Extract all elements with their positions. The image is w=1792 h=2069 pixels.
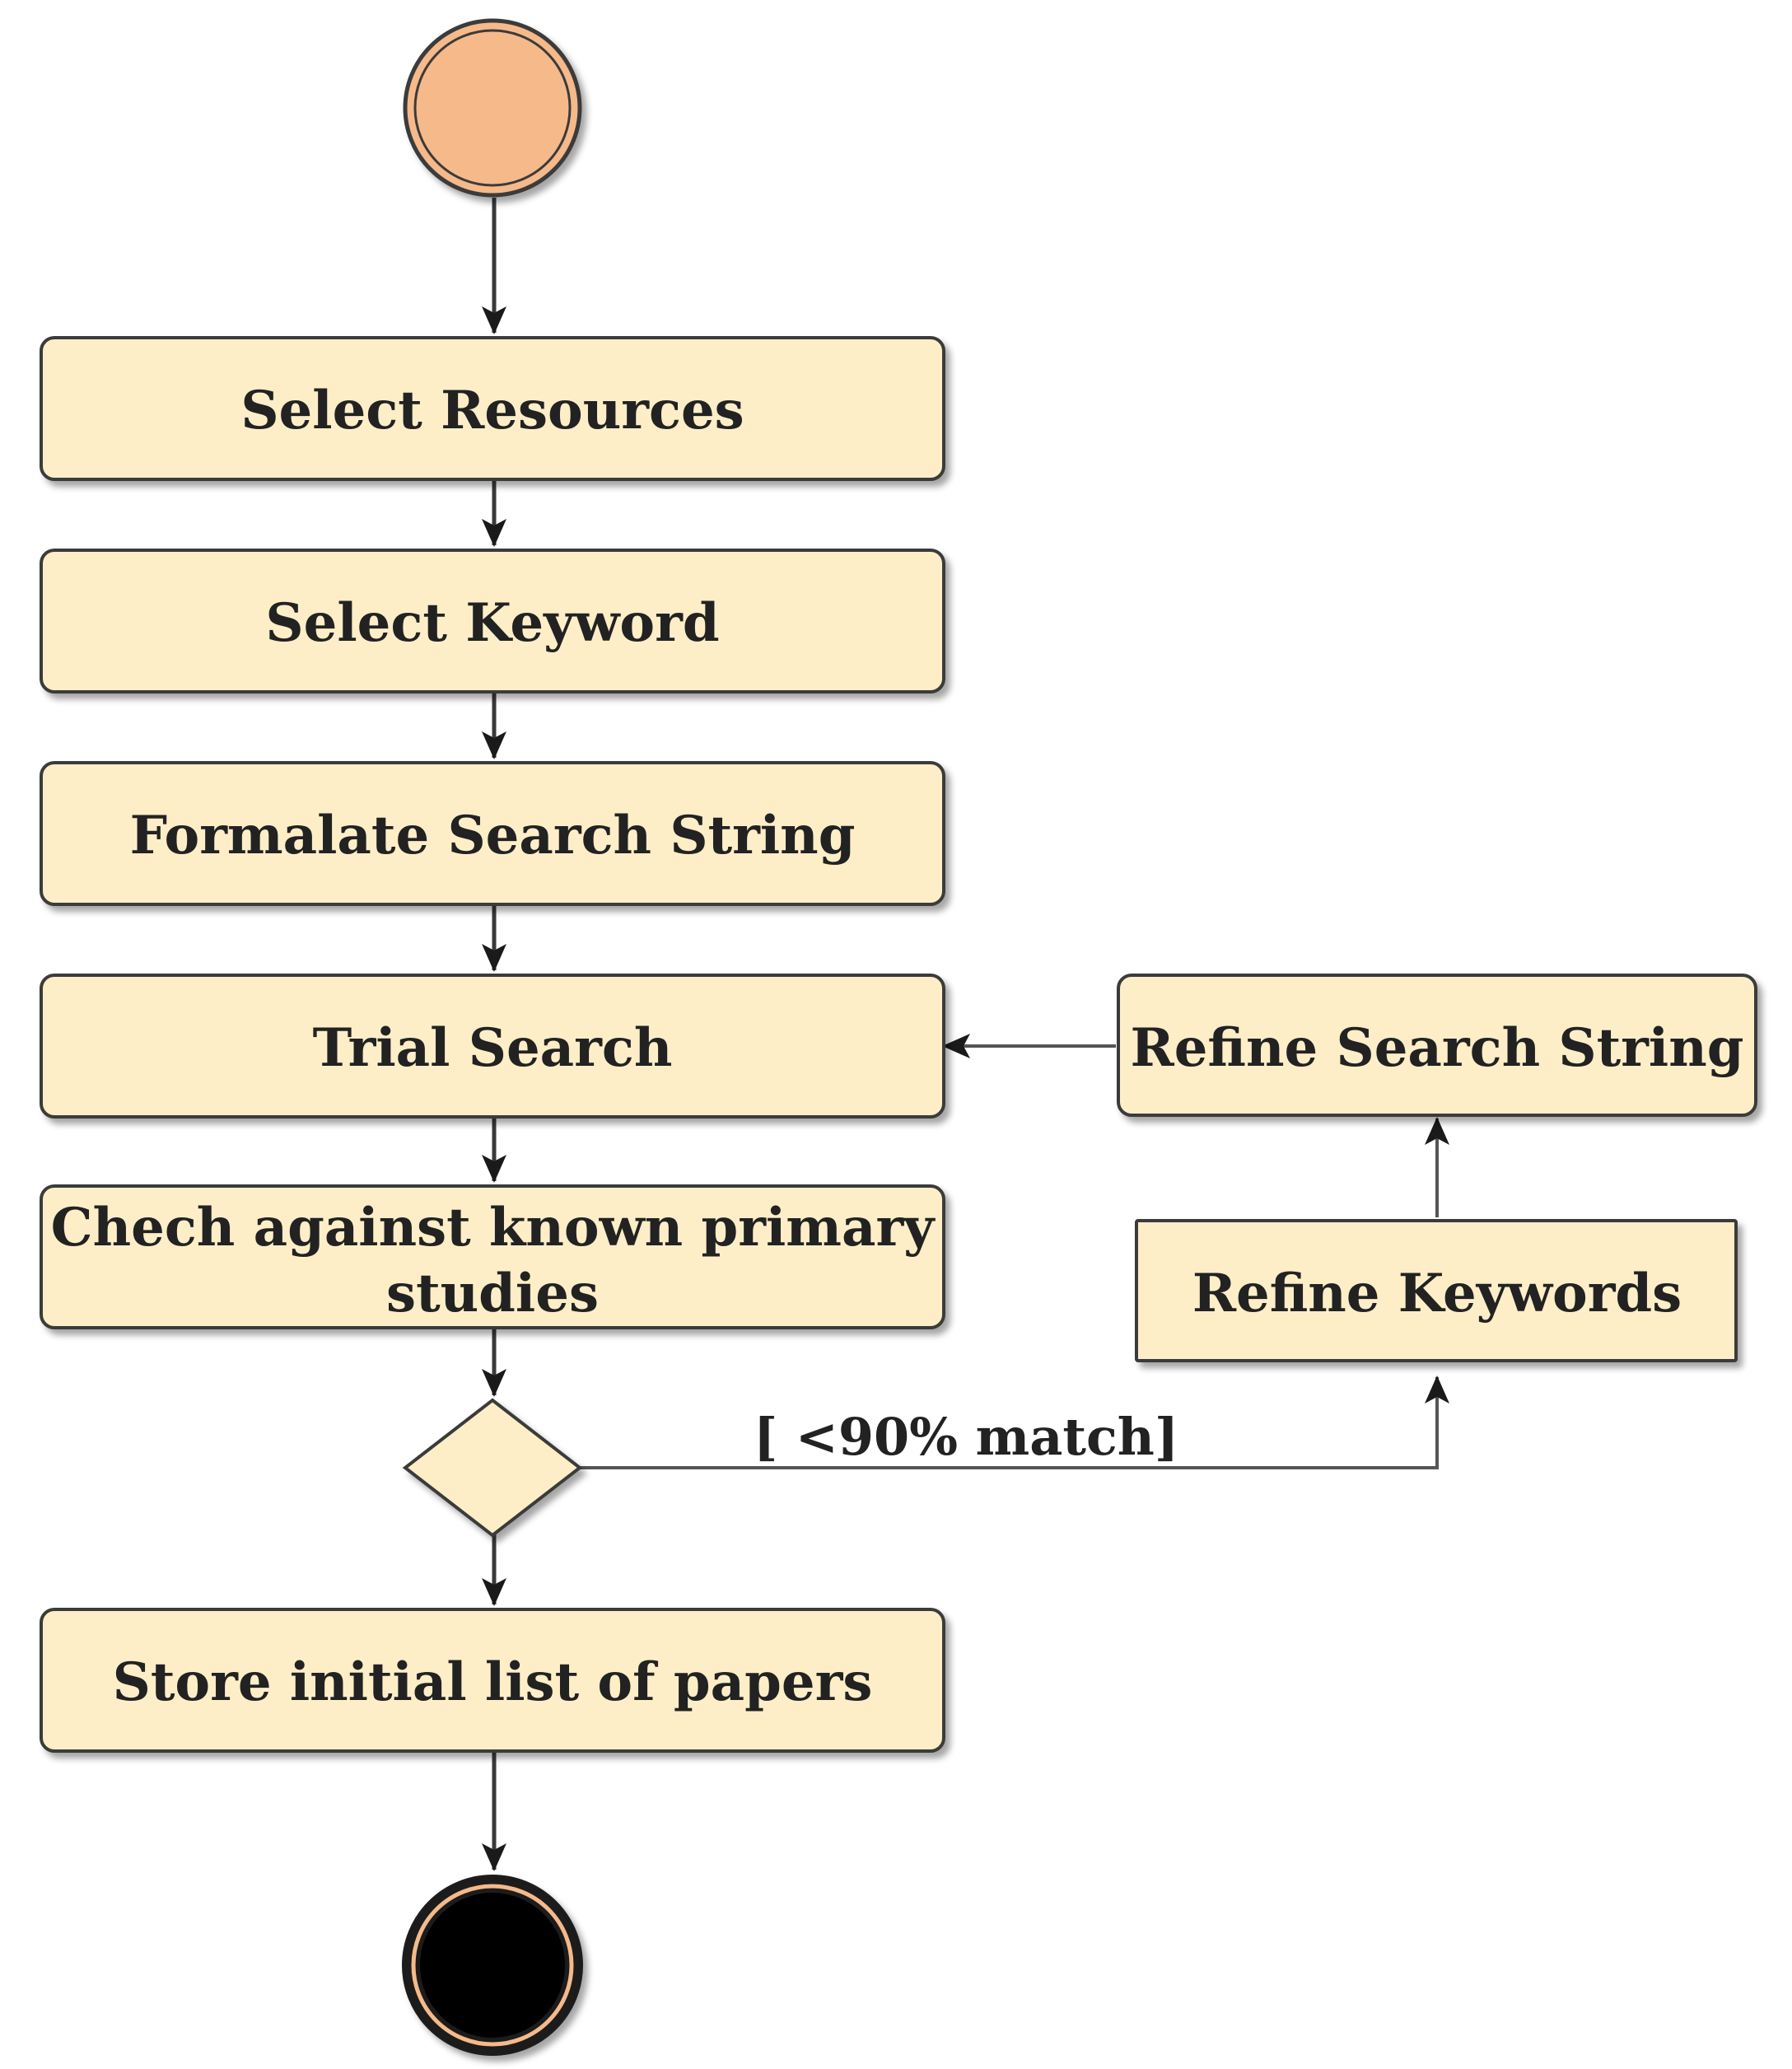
action-refine-keywords: Refine Keywords: [1135, 1219, 1738, 1362]
edge-decision-to-refine-keywords: [575, 1375, 1449, 1469]
action-store-papers: Store initial list of papers: [40, 1608, 945, 1753]
action-trial-search: Trial Search: [40, 974, 945, 1119]
label-check-primary-line1: Chech against known primary: [51, 1197, 936, 1259]
label-formulate-search-string: Formalate Search String: [130, 805, 856, 866]
action-check-primary-studies: Chech against known primary studies: [40, 1184, 945, 1329]
action-select-resources: Select Resources: [40, 336, 945, 481]
label-select-keyword: Select Keyword: [265, 592, 719, 654]
action-select-keyword: Select Keyword: [40, 549, 945, 694]
label-refine-search-string: Refine Search String: [1131, 1017, 1744, 1079]
decision-node: [402, 1398, 583, 1538]
action-formulate-search-string: Formalate Search String: [40, 761, 945, 906]
label-trial-search: Trial Search: [313, 1017, 673, 1079]
action-refine-search-string: Refine Search String: [1117, 974, 1757, 1117]
label-select-resources: Select Resources: [240, 380, 744, 441]
end-node: [402, 1875, 583, 2056]
label-store-papers: Store initial list of papers: [113, 1651, 873, 1713]
guard-label: [ <90% match]: [754, 1407, 1178, 1467]
label-check-primary-line2: studies: [386, 1263, 599, 1324]
start-node: [403, 18, 582, 198]
label-refine-keywords: Refine Keywords: [1192, 1263, 1682, 1324]
